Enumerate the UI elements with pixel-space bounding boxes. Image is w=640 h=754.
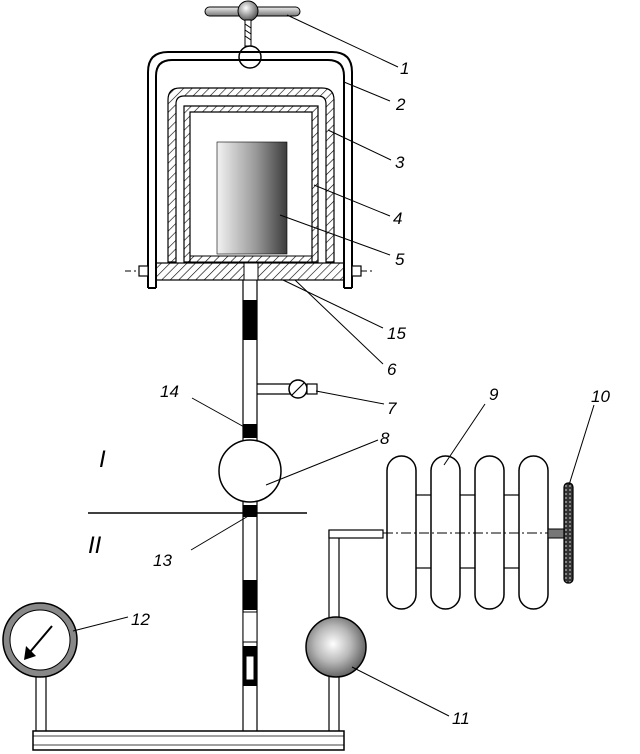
clamp-frame [147,51,353,289]
pressure-gauge [2,602,78,678]
label-2: 2 [395,95,406,114]
label-3: 3 [395,153,405,172]
vertical-pipe [242,280,258,732]
sample-block [216,141,288,255]
label-5: 5 [395,250,405,269]
label-15: 15 [387,324,406,343]
label-6: 6 [387,360,397,379]
label-7: 7 [387,399,397,418]
label-11: 11 [452,709,470,728]
leader-lines [72,14,595,717]
screw-handle [204,0,301,69]
seal-ring [189,255,313,263]
hand-press [383,455,567,610]
valve-ball [218,439,282,503]
label-12: 12 [131,610,150,629]
label-14: 14 [160,382,179,401]
outer-bell [167,87,335,263]
zone-label-lower: II [88,532,102,559]
label-1: 1 [400,59,409,78]
press-feed-pipe [328,529,384,539]
side-valve [257,379,318,399]
label-8: 8 [380,429,390,448]
part-labels: 1 2 3 4 5 15 6 7 14 8 9 10 13 12 11 I II [88,59,610,728]
zone-label-upper: I [99,446,106,473]
bottom-manifold [32,530,345,751]
handwheel [563,482,574,584]
label-10: 10 [591,387,610,406]
label-9: 9 [489,385,499,404]
reservoir-sphere [305,616,367,678]
plate-bolts [125,265,373,277]
label-4: 4 [393,209,402,228]
label-13: 13 [153,551,172,570]
